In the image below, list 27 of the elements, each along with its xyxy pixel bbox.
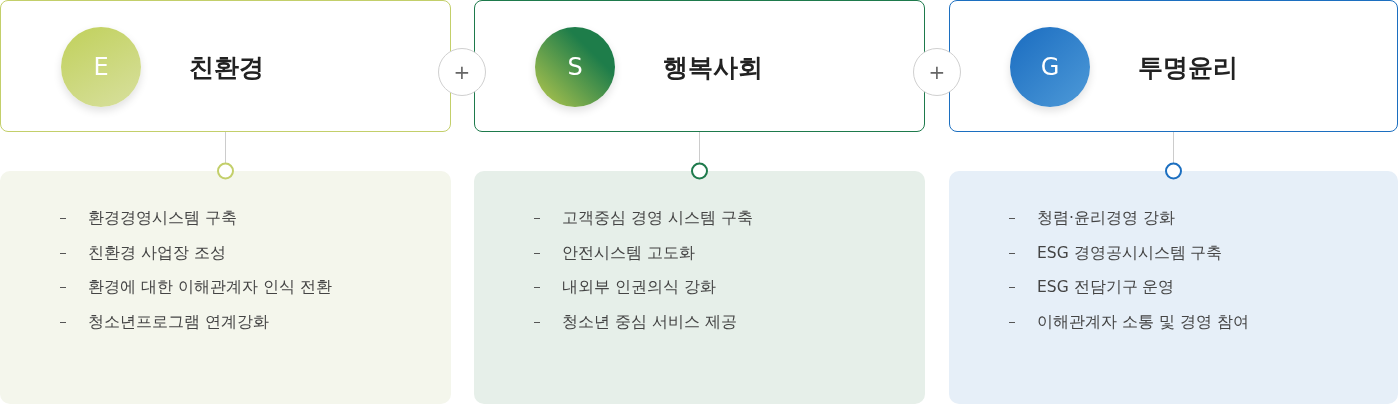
header-card — [949, 0, 1398, 132]
heading: 투명윤리 — [1138, 52, 1238, 84]
list-panel — [949, 171, 1398, 404]
list-item: 환경경영시스템 구축 — [88, 208, 237, 229]
connector-line — [691, 131, 708, 180]
list-item: 청렴·윤리경영 강화 — [1037, 208, 1175, 229]
letter-circle: S — [535, 27, 615, 107]
heading: 행복사회 — [663, 52, 763, 84]
list-item: ESG 경영공시시스템 구축 — [1037, 243, 1223, 264]
list-item: 청소년프로그램 연계강화 — [88, 312, 269, 333]
connector-line — [217, 131, 234, 180]
list-item: ESG 전담기구 운영 — [1037, 277, 1175, 298]
list-item: 내외부 인권의식 강화 — [562, 277, 716, 298]
list-item: 청소년 중심 서비스 제공 — [562, 312, 737, 333]
list-panel — [0, 171, 451, 404]
list-item: 고객중심 경영 시스템 구축 — [562, 208, 753, 229]
list-item: 환경에 대한 이해관계자 인식 전환 — [88, 277, 332, 298]
list-item: 이해관계자 소통 및 경영 참여 — [1037, 312, 1249, 333]
heading: 친환경 — [189, 52, 264, 84]
list-item: 친환경 사업장 조성 — [88, 243, 226, 264]
letter-circle: E — [61, 27, 141, 107]
list-item: 안전시스템 고도화 — [562, 243, 695, 264]
header-card — [0, 0, 451, 132]
connector-line — [1165, 131, 1182, 180]
header-card — [474, 0, 925, 132]
list-panel — [474, 171, 925, 404]
letter-circle: G — [1010, 27, 1090, 107]
